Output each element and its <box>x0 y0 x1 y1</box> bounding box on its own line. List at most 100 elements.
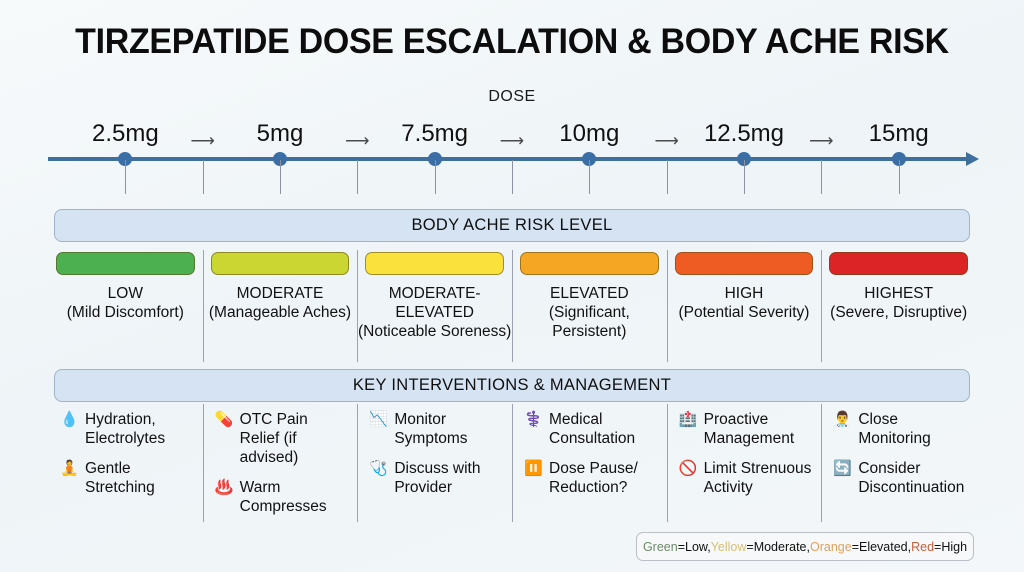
risk-level-name: ELEVATED <box>549 285 629 302</box>
intervention-label: Hydration, Electrolytes <box>85 411 166 447</box>
pill-icon: 💊 <box>214 411 234 428</box>
dose-label-15mg: 15mg <box>868 120 929 147</box>
column-divider <box>357 250 359 362</box>
axis-tick <box>202 160 204 194</box>
intervention-label: Close Monitoring <box>858 411 931 447</box>
column-divider <box>202 250 204 362</box>
axis-dot-5mg <box>273 152 287 166</box>
chart-decreasing-icon: 📉 <box>369 411 389 428</box>
intervention-item: 💧Hydration, Electrolytes <box>60 410 197 448</box>
intervention-item: 👨‍⚕️ Close Monitoring <box>833 410 970 448</box>
column-divider <box>512 250 513 362</box>
axis-tick <box>898 160 900 194</box>
intervention-label: Dose Pause/ Reduction? <box>549 460 638 496</box>
risk-level-name: HIGHEST <box>864 285 934 302</box>
axis-tick <box>589 160 591 194</box>
interventions-row: 💧Hydration, Electrolytes 🧘Gentle Stretchi… <box>48 410 976 520</box>
intervention-cell-15mg: 👨‍⚕️ Close Monitoring 🔄Consider Discontinu… <box>821 410 976 508</box>
health-worker-icon: 👨‍⚕️ <box>833 411 853 428</box>
intervention-label: Warm Compresses <box>239 479 327 515</box>
axis-dot-12.5mg <box>737 152 751 166</box>
intervention-item: ♨️ Warm Compresses <box>215 478 352 516</box>
intervention-item: 🚫Limit Strenuous Activity <box>679 459 816 497</box>
axis-tick <box>280 160 281 194</box>
risk-level-bar <box>56 252 195 275</box>
intervention-cell-2.5mg: 💧Hydration, Electrolytes 🧘Gentle Stretchi… <box>48 410 203 508</box>
intervention-item: ⚕️ Medical Consultation <box>524 410 661 448</box>
dose-label-10mg: 10mg <box>559 120 620 147</box>
risk-level-description: (Severe, Disruptive) <box>830 304 968 321</box>
legend-color-keyword: Green <box>642 539 678 554</box>
axis-tick <box>125 160 127 194</box>
risk-level-bar <box>210 252 350 275</box>
intervention-item: 🧘Gentle Stretching <box>60 459 197 497</box>
dose-labels-row: 2.5mg⟶5mg⟶7.5mg⟶10mg⟶12.5mg⟶15mg <box>48 120 976 156</box>
hot-springs-icon: ♨️ <box>214 479 234 496</box>
intervention-label: Discuss with Provider <box>394 460 481 496</box>
dose-label-7.5mg: 7.5mg <box>401 120 468 147</box>
intervention-cell-10mg: ⚕️ Medical Consultation ⏸️ Dose Pause/ Redu… <box>512 410 667 508</box>
risk-level-description: (Significant, Persistent) <box>548 304 630 340</box>
hospital-icon: 🏥 <box>678 411 698 428</box>
intervention-label: Monitor Symptoms <box>394 411 468 447</box>
column-divider <box>666 250 668 362</box>
intervention-label: Consider Discontinuation <box>858 460 965 496</box>
column-divider <box>666 404 668 522</box>
axis-dot-15mg <box>891 152 906 166</box>
color-legend: Green=Low, Yellow=Moderate, Orange=Eleva… <box>636 532 974 561</box>
column-divider <box>821 250 823 362</box>
column-divider <box>512 404 513 522</box>
axis-dot-7.5mg <box>427 152 442 166</box>
risk-levels-row: LOW (Mild Discomfort) MODERATE (Manageable … <box>48 252 976 362</box>
axis-tick <box>821 160 823 194</box>
axis-tick <box>512 160 513 194</box>
axis-tick <box>666 160 668 194</box>
page-title: TIRZEPATIDE DOSE ESCALATION & BODY ACHE … <box>75 22 949 61</box>
risk-level-description: (Noticeable Soreness) <box>357 323 512 340</box>
legend-color-keyword: Yellow <box>710 539 747 554</box>
intervention-item: ⏸️ Dose Pause/ Reduction? <box>524 459 661 497</box>
risk-level-bar <box>674 252 814 275</box>
prohibited-icon: 🚫 <box>678 460 698 477</box>
intervention-cell-12.5mg: 🏥 Proactive Management 🚫Limit Strenuous Ac… <box>667 410 822 508</box>
intervention-item: 🏥 Proactive Management <box>679 410 816 448</box>
risk-level-cell-2.5mg: LOW (Mild Discomfort) <box>48 252 203 322</box>
dose-axis-label: DOSE <box>488 88 536 105</box>
pause-icon: ⏸️ <box>524 460 543 477</box>
axis-tick <box>434 160 436 194</box>
dose-axis <box>48 152 979 198</box>
risk-level-name: MODERATE <box>236 285 324 302</box>
risk-level-description: (Potential Severity) <box>678 304 810 321</box>
legend-color-keyword: Orange <box>809 539 852 554</box>
dose-label-5mg: 5mg <box>256 120 304 147</box>
interventions-section-banner: KEY INTERVENTIONS & MANAGEMENT <box>54 369 970 402</box>
axis-dot-10mg <box>582 152 597 166</box>
risk-level-name: LOW <box>107 285 143 302</box>
intervention-cell-7.5mg: 📉 Monitor Symptoms 🩺Discuss with Provider <box>357 410 512 508</box>
risk-level-cell-7.5mg: MODERATE-ELEVATED(Noticeable Soreness) <box>357 252 512 341</box>
intervention-item: 💊OTC Pain Relief (if advised) <box>215 410 352 467</box>
risk-level-description: (Mild Discomfort) <box>66 304 184 321</box>
medical-symbol-icon: ⚕️ <box>524 411 543 428</box>
axis-tick <box>357 160 359 194</box>
intervention-label: Proactive Management <box>703 411 795 447</box>
legend-color-keyword: Red <box>911 539 935 554</box>
meditation-icon: 🧘 <box>60 460 79 477</box>
interventions-banner-label: KEY INTERVENTIONS & MANAGEMENT <box>352 376 672 394</box>
intervention-item: 🩺Discuss with Provider <box>369 459 506 497</box>
intervention-item: 📉 Monitor Symptoms <box>369 410 506 448</box>
column-divider <box>357 404 359 522</box>
intervention-label: Medical Consultation <box>549 411 636 447</box>
dose-label-12.5mg: 12.5mg <box>703 120 785 147</box>
intervention-item: 🔄Consider Discontinuation <box>833 459 970 497</box>
axis-arrowhead-icon <box>966 152 979 166</box>
risk-level-cell-10mg: ELEVATED (Significant, Persistent) <box>512 252 667 341</box>
risk-level-cell-12.5mg: HIGH (Potential Severity) <box>667 252 822 322</box>
risk-level-cell-5mg: MODERATE (Manageable Aches) <box>203 252 358 322</box>
risk-level-name: HIGH <box>724 285 764 302</box>
legend-mapping-text: =Low, <box>677 539 711 554</box>
axis-line <box>48 157 970 161</box>
risk-level-bar <box>829 252 968 275</box>
axis-tick <box>744 160 745 194</box>
risk-level-description: (Manageable Aches) <box>208 304 352 321</box>
